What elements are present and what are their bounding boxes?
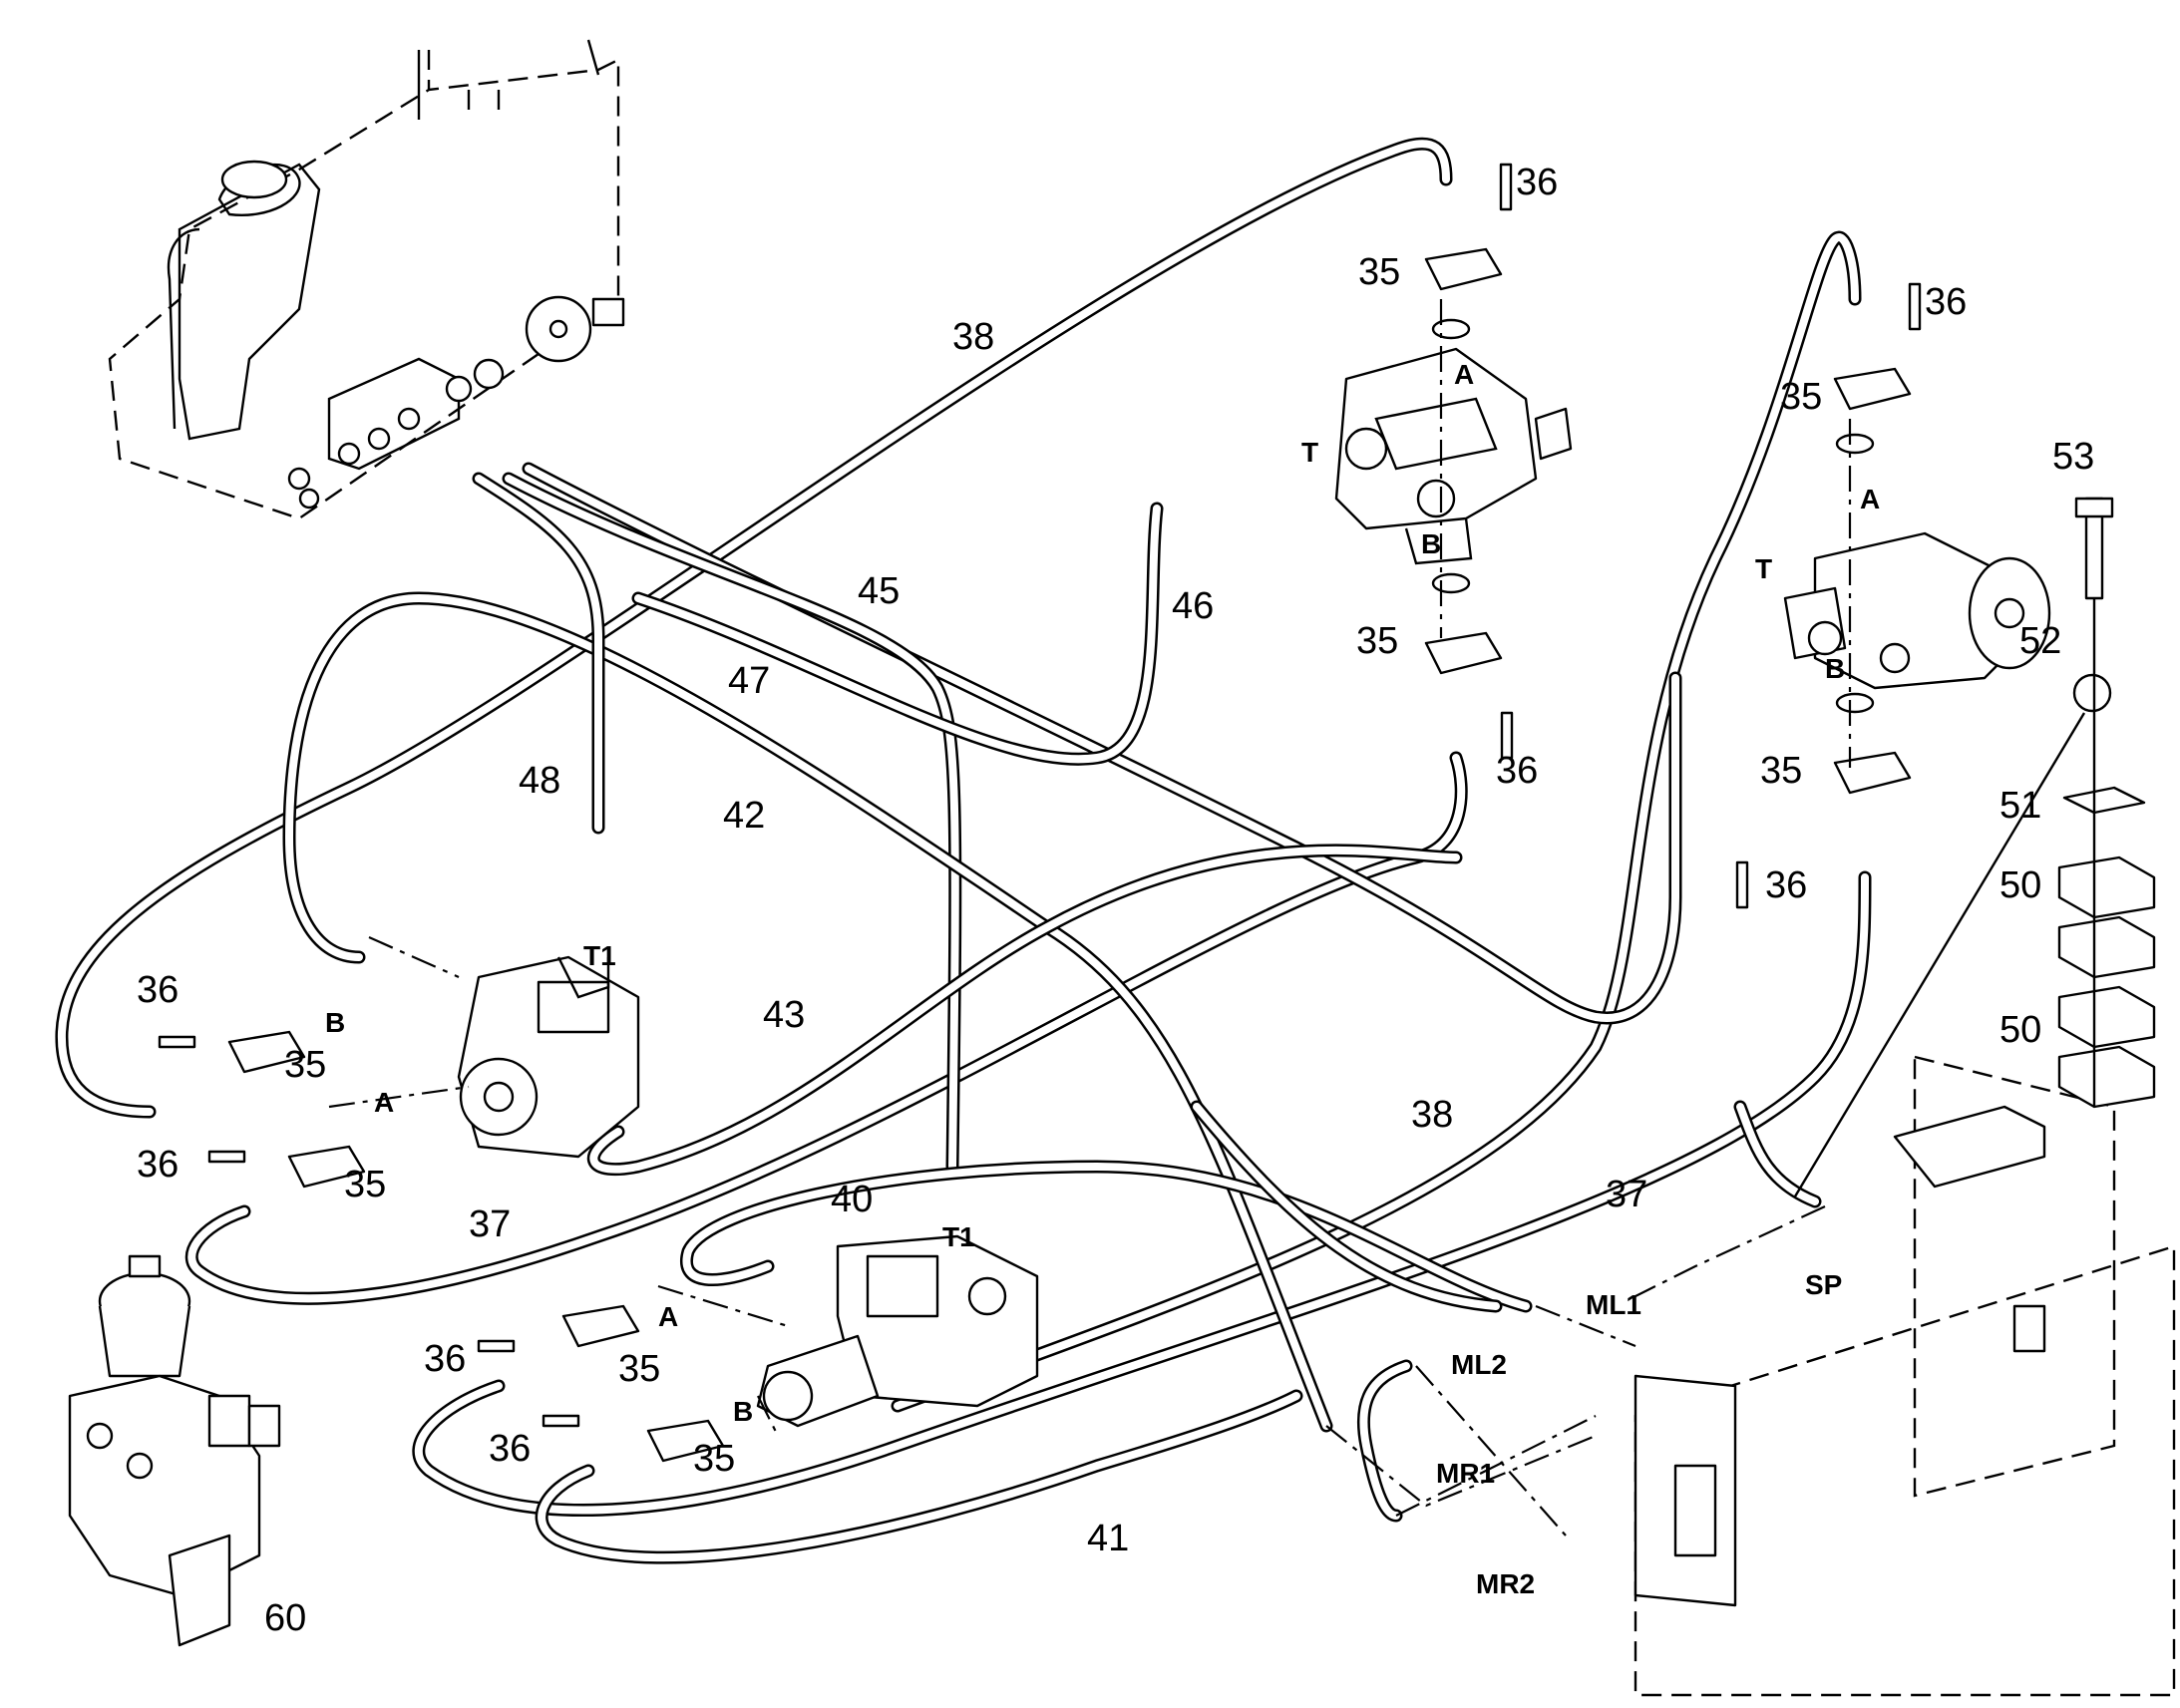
port-label-ml2: ML2 [1451, 1349, 1507, 1380]
port-label-b: B [325, 1007, 345, 1038]
vehicle-frame [1634, 1055, 2176, 1697]
callout-60: 60 [264, 1597, 306, 1639]
callout-37: 37 [469, 1203, 511, 1245]
callout-46: 46 [1172, 585, 1214, 627]
callout-36: 36 [1925, 281, 1967, 323]
hose-40 [680, 1160, 1533, 1313]
port-label-ml1: ML1 [1586, 1289, 1641, 1320]
hydraulic-pump-center [756, 1234, 1039, 1428]
callout-35: 35 [1356, 620, 1398, 662]
port-label-a: A [1860, 484, 1880, 514]
port-label-mr1: MR1 [1436, 1458, 1495, 1489]
port-label-mr2: MR2 [1476, 1568, 1535, 1599]
port-label-sp: SP [1805, 1269, 1842, 1300]
callout-45: 45 [858, 570, 900, 612]
port-label-a: A [374, 1087, 394, 1118]
hose-38-lower [891, 230, 1862, 1413]
hose-47 [502, 472, 962, 1174]
callout-43: 43 [763, 994, 805, 1036]
callout-48: 48 [519, 760, 560, 802]
hydraulic-motor-upper [1334, 347, 1573, 565]
callout-52: 52 [2019, 620, 2061, 662]
callout-35: 35 [344, 1164, 386, 1205]
callout-35: 35 [1760, 750, 1802, 792]
port-label-t1: T1 [942, 1221, 975, 1252]
hydraulic-tank-housing [108, 39, 625, 520]
hydraulic-pump-left [457, 955, 640, 1159]
port-label-b: B [1825, 653, 1845, 684]
callout-42: 42 [723, 795, 765, 837]
hose-46 [631, 502, 1164, 766]
callout-41: 41 [1087, 1518, 1129, 1559]
clamp-stack [1793, 497, 2156, 1197]
port-label-t1: T1 [583, 940, 616, 971]
callout-36: 36 [1516, 162, 1558, 203]
callout-47: 47 [728, 660, 770, 702]
connection-leaders [328, 299, 1852, 1537]
hose-38-upper [55, 137, 1453, 1119]
callout-36: 36 [424, 1338, 466, 1380]
callout-51: 51 [1999, 785, 2041, 827]
callout-50: 50 [1999, 864, 2041, 906]
callout-53: 53 [2052, 436, 2094, 478]
hose-43 [587, 844, 1463, 1177]
port-label-a: A [658, 1301, 678, 1332]
control-valve-60 [68, 1254, 281, 1647]
callout-35: 35 [693, 1438, 735, 1480]
callout-38: 38 [952, 316, 994, 358]
port-label-b: B [1421, 528, 1441, 559]
callout-37: 37 [1606, 1174, 1647, 1215]
hose-41 [535, 1389, 1303, 1564]
callout-36: 36 [137, 1144, 179, 1186]
hose-42 [282, 591, 1333, 1433]
port-label-t: T [1755, 553, 1772, 584]
port-label-a: A [1454, 359, 1474, 390]
callout-38: 38 [1411, 1094, 1453, 1136]
callout-35: 35 [284, 1044, 326, 1086]
callout-35: 35 [1780, 376, 1822, 418]
callout-36: 36 [489, 1428, 531, 1470]
callout-36: 36 [137, 969, 179, 1011]
callout-36: 36 [1765, 864, 1807, 906]
hose-sp [1733, 1100, 1822, 1208]
part-callouts: 35 36 38 35 36 53 45 46 47 35 52 48 36 3… [137, 162, 2094, 1639]
callout-50: 50 [1999, 1009, 2041, 1051]
callout-35: 35 [618, 1348, 660, 1390]
hose-37-lower [412, 870, 1872, 1517]
port-label-t: T [1301, 437, 1318, 468]
hose-ml2-mr1 [1356, 1359, 1413, 1523]
callout-40: 40 [831, 1179, 873, 1220]
callout-36: 36 [1496, 750, 1538, 792]
port-label-b: B [733, 1396, 753, 1427]
hose-ml1 [1190, 1100, 1503, 1313]
hose-48 [472, 472, 605, 835]
port-labels: A T B A T B T1 B A T1 A B ML1 ML2 SP MR1… [325, 359, 1880, 1599]
callout-35: 35 [1358, 251, 1400, 293]
flange-fittings [158, 163, 1922, 1463]
hydraulic-motor-right [1783, 531, 2051, 690]
